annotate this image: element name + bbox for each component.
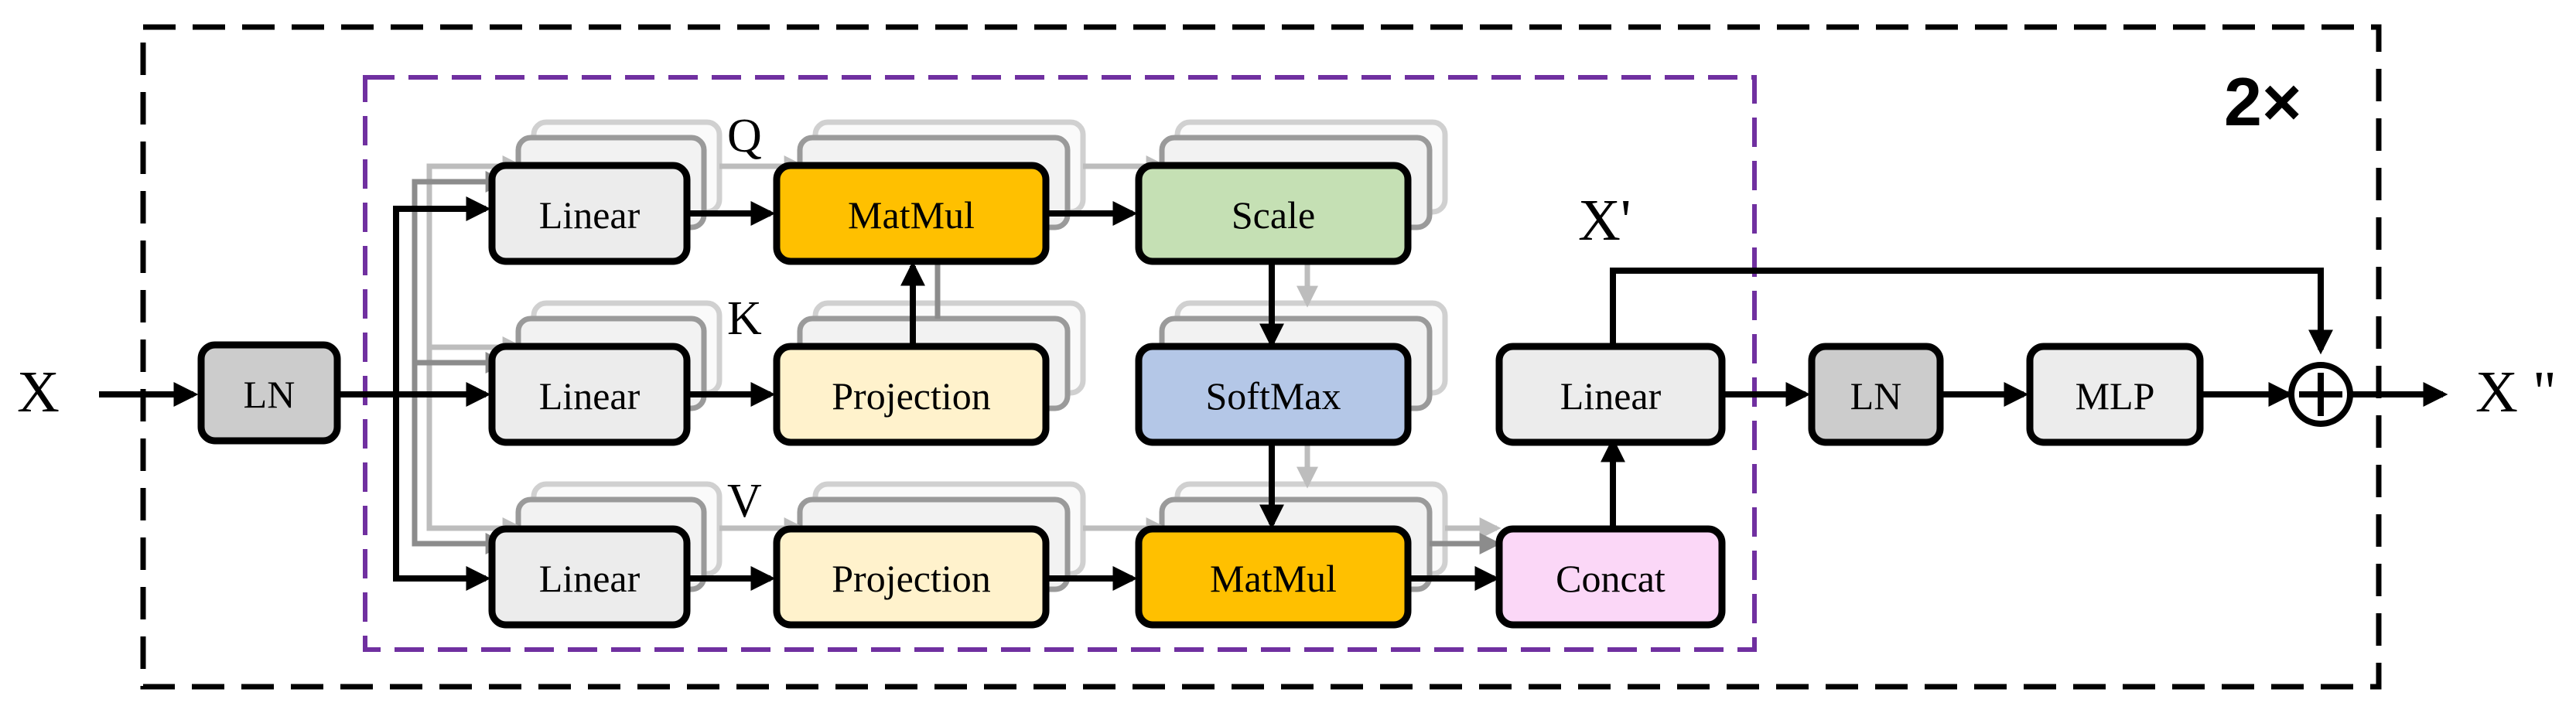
linear-q-label: Linear — [539, 193, 641, 237]
ln-output-label: LN — [1850, 374, 1902, 418]
softmax-block: SoftMax — [1135, 343, 1412, 446]
linear-k-label: Linear — [539, 374, 641, 418]
concat-label: Concat — [1556, 557, 1666, 600]
mlp-label: MLP — [2075, 374, 2155, 418]
linear-k-block: Linear — [488, 343, 691, 446]
matmul-qk-label: MatMul — [848, 193, 975, 237]
matmul-qk-block: MatMul — [773, 162, 1050, 265]
residual-add-icon — [2288, 362, 2353, 427]
v-label: V — [727, 475, 762, 527]
mlp-block: MLP — [2026, 343, 2204, 446]
k-label: K — [727, 292, 762, 345]
scale-label: Scale — [1232, 193, 1315, 237]
input-label: X — [17, 360, 60, 425]
output-label: X " — [2475, 360, 2557, 425]
matmul-av-block: MatMul — [1135, 525, 1412, 629]
projection-v-block: Projection — [773, 525, 1050, 629]
q-label: Q — [727, 110, 762, 162]
concat-block: Concat — [1495, 525, 1726, 629]
linear-q-block: Linear — [488, 162, 691, 265]
x-prime-label: X' — [1578, 188, 1631, 253]
linear-out-block: Linear — [1495, 343, 1726, 446]
softmax-label: SoftMax — [1206, 374, 1341, 418]
projection-k-block: Projection — [773, 343, 1050, 446]
linear-v-label: Linear — [539, 557, 641, 600]
ln-input-block: LN — [197, 341, 341, 445]
ln-input-label: LN — [244, 373, 296, 416]
main-arrows — [99, 196, 2448, 591]
matmul-av-label: MatMul — [1210, 557, 1337, 600]
outer-repeat-frame — [140, 24, 2382, 690]
attention-frame — [363, 75, 1757, 652]
scale-block: Scale — [1135, 162, 1412, 265]
projection-v-label: Projection — [832, 557, 991, 600]
ln-output-block: LN — [1808, 343, 1944, 446]
repeat-label: 2× — [2224, 63, 2301, 140]
projection-k-label: Projection — [832, 374, 991, 418]
linear-out-label: Linear — [1560, 374, 1662, 418]
linear-v-block: Linear — [488, 525, 691, 629]
